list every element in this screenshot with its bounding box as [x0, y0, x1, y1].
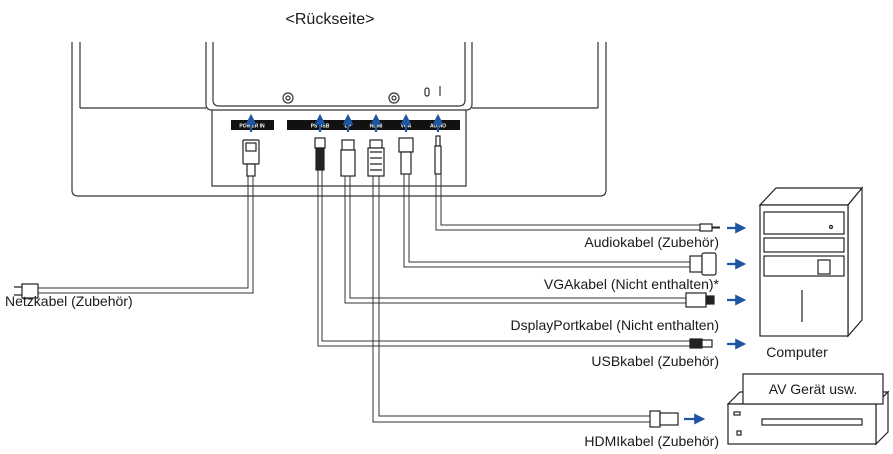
power-cable	[38, 176, 249, 289]
usb-cable	[317, 170, 690, 347]
cables	[38, 170, 700, 423]
port-arrows	[245, 113, 444, 132]
dp-cable-label: DsplayPortkabel (Nicht enthalten)	[510, 317, 719, 333]
plugs	[242, 135, 442, 177]
hdmi-plug	[369, 139, 383, 149]
av-device-label: AV Gerät usw.	[769, 381, 857, 397]
dp-cable	[344, 176, 686, 304]
port-panel: POWER IN PS USB DP HDMI VGA AUDIO	[231, 120, 460, 130]
usb-cable-label: USBkabel (Zubehör)	[591, 353, 719, 369]
vga-cable-label: VGAkabel (Nicht enthalten)*	[544, 276, 720, 292]
audio-end-plug	[699, 223, 713, 232]
monitor-back	[71, 42, 607, 197]
vga-end-plug	[689, 255, 703, 273]
hdmi-cable	[372, 176, 650, 423]
port-strip	[287, 120, 460, 130]
usb-end-plug	[689, 338, 703, 349]
audio-cable-label: Audiokabel (Zubehör)	[584, 234, 719, 250]
audio-plug	[435, 135, 441, 147]
port-label-power: POWER IN	[239, 124, 265, 130]
av-label-box	[742, 373, 884, 405]
usb-plug	[314, 137, 326, 149]
port-power	[231, 120, 274, 130]
power-end-plug	[21, 283, 39, 299]
computer-label: Computer	[766, 344, 828, 360]
hdmi-cable-label: HDMIkabel (Zubehör)	[584, 433, 719, 449]
diagram-title: <Rückseite>	[286, 11, 375, 28]
power-cable-label: Netzkabel (Zubehör)	[5, 293, 133, 309]
end-connectors	[14, 223, 720, 428]
vga-plug	[398, 137, 414, 153]
dp-end-plug	[685, 292, 707, 308]
computer-tower	[758, 186, 864, 338]
dp-plug	[341, 139, 355, 151]
device-arrows	[684, 222, 747, 425]
hdmi-end-plug	[649, 410, 661, 428]
audio-cable	[435, 174, 700, 231]
vga-cable	[403, 174, 690, 268]
